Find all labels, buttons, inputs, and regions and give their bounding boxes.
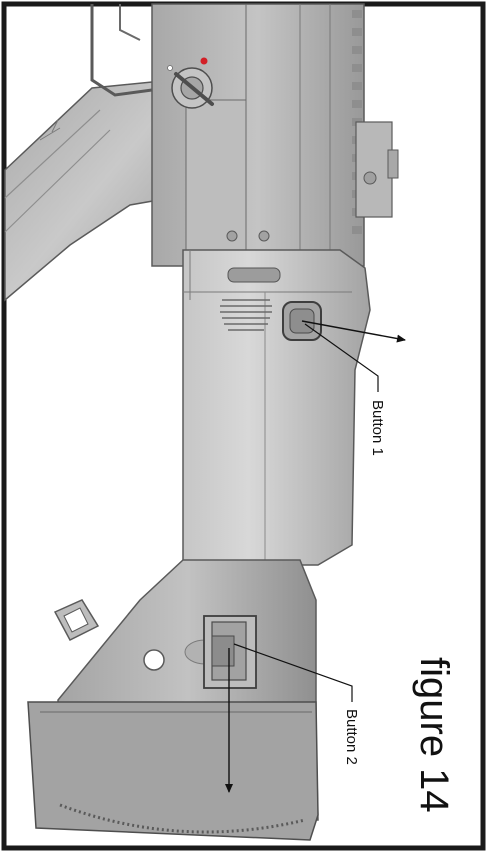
selector-red-dot: [200, 57, 208, 65]
button-1-label: Button 1: [369, 400, 386, 456]
stock-hole: [143, 649, 165, 671]
receiver: [90, 3, 399, 267]
button-2-label: Button 2: [343, 709, 360, 765]
stock-tube: [182, 249, 371, 586]
button-1-leader: [304, 323, 379, 392]
button-2-leader: [233, 643, 353, 702]
ribbed-panel: [220, 299, 272, 331]
figure-caption: figure 14: [412, 657, 456, 813]
rail-mount: [355, 121, 393, 218]
butt-plate: [27, 701, 319, 841]
button-1: [282, 301, 322, 341]
button-2: [203, 615, 257, 689]
trigger-guard: [90, 4, 153, 97]
selector-switch: [167, 57, 214, 109]
button-1-arrow: [301, 320, 406, 343]
